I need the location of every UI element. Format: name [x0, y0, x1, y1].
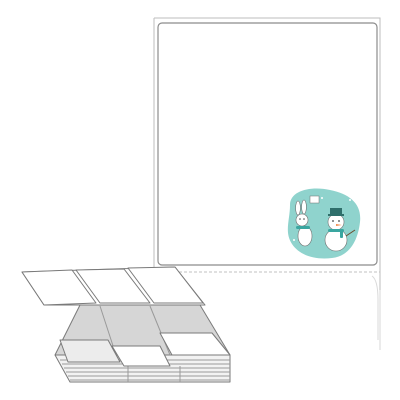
fanfold-label: [159, 332, 231, 356]
fanfold-label: [75, 268, 151, 304]
label-sheet: [153, 17, 381, 350]
fanfold-label: [21, 269, 97, 306]
fanfold-label-stack-icon: [21, 266, 231, 383]
fanfold-label: [127, 266, 204, 304]
fanfold-label: [59, 339, 121, 363]
fanfold-label: [111, 345, 171, 367]
bunny-and-snowman-illustration: [287, 188, 361, 259]
